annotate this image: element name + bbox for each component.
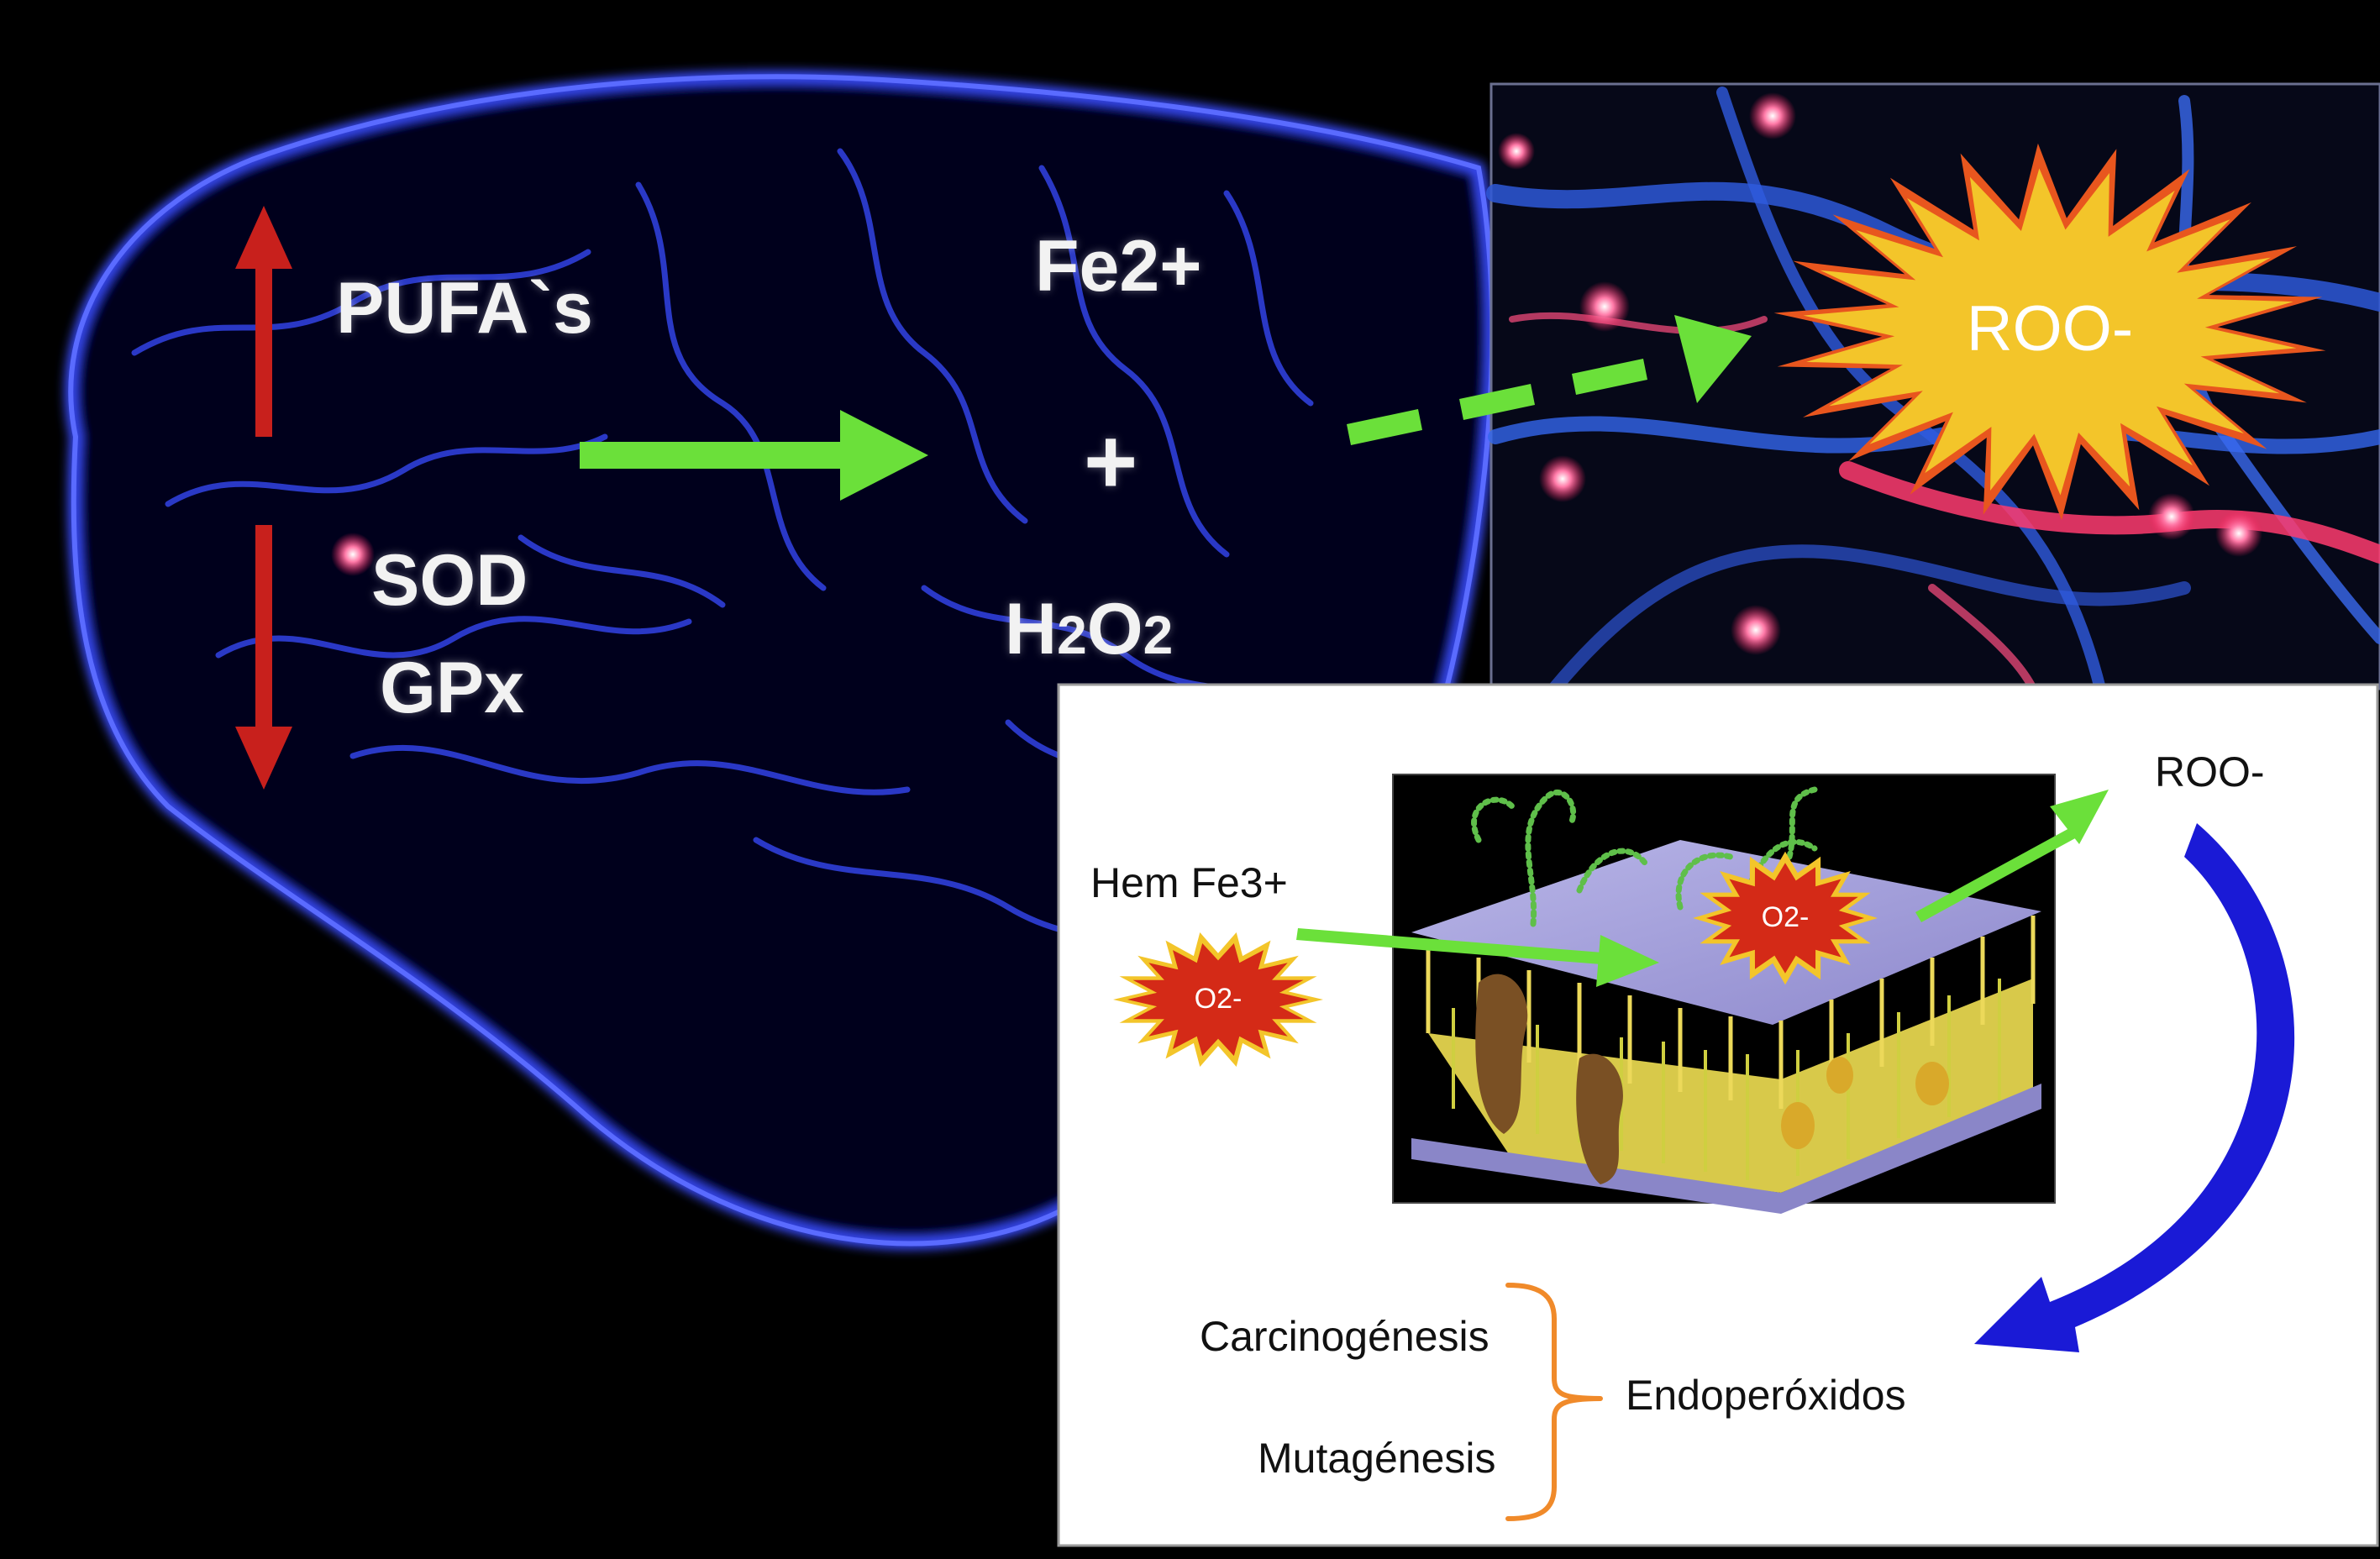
- roo-label: ROO-: [2155, 748, 2265, 796]
- fe2-label: Fe2+: [1035, 225, 1201, 308]
- h2o2-o: O: [1087, 589, 1143, 669]
- h2o2-sub-1: 2: [1057, 605, 1087, 665]
- endoperoxides-label: Endoperóxidos: [1626, 1371, 1906, 1420]
- h2o2-label: H2O2: [1005, 588, 1173, 671]
- sod-label: SOD: [371, 539, 528, 622]
- mutagenesis-label: Mutagénesis: [1258, 1434, 1496, 1483]
- o2-membrane-label: O2-: [1735, 901, 1836, 934]
- pufa-label: PUFA`s: [336, 267, 593, 350]
- h2o2-sub-2: 2: [1143, 605, 1174, 665]
- plus-label: +: [1084, 408, 1137, 515]
- gpx-label: GPx: [380, 647, 524, 730]
- carcinogenesis-label: Carcinogénesis: [1200, 1312, 1489, 1361]
- hem-fe3-label: Hem Fe3+: [1090, 858, 1288, 907]
- roo-burst-label: ROO-: [1924, 292, 2176, 365]
- cell-membrane-image: [1393, 774, 2055, 1214]
- h2o2-h: H: [1005, 589, 1057, 669]
- o2-left-label: O2-: [1168, 983, 1269, 1016]
